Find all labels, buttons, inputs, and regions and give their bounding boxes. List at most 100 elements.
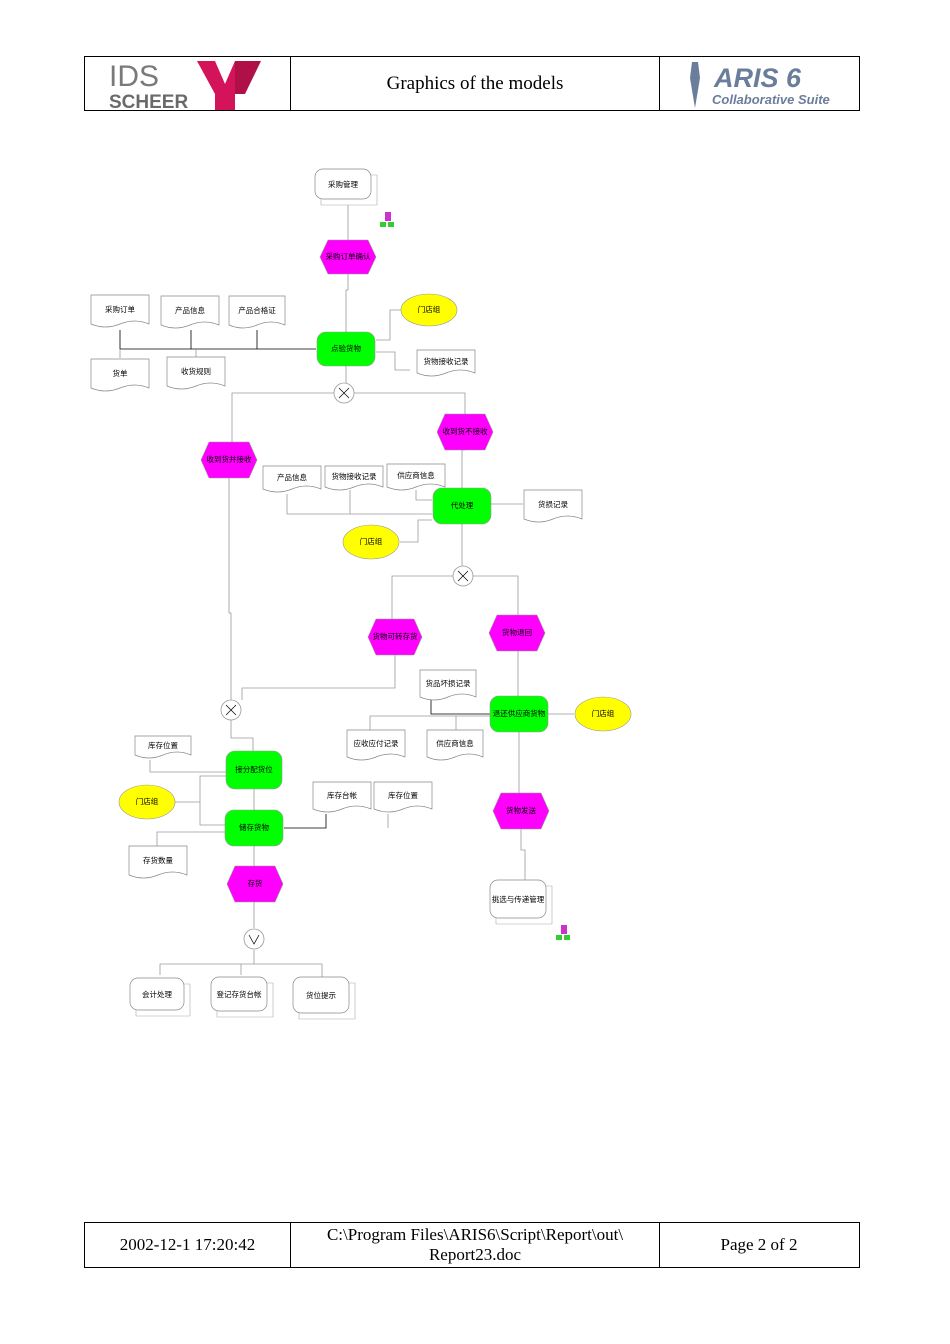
node-doc: 库存位置 [134, 735, 192, 759]
node-label: 挑选与传递管理 [492, 894, 545, 904]
node-label: 货物接收记录 [332, 471, 377, 481]
node-label: 采购订单 [105, 304, 135, 314]
org-unit-shape [400, 293, 458, 327]
node-proc: 会计处理 [129, 977, 191, 1017]
node-org: 门店组 [574, 696, 632, 732]
document-shape [262, 465, 322, 493]
aris-logo: ARIS 6 Collaborative Suite [660, 57, 858, 110]
edge [415, 490, 432, 501]
edge [473, 575, 519, 615]
node-label: 采购订单确认 [326, 251, 371, 261]
aris-title-text: ARIS 6 [713, 63, 802, 93]
node-label: 门店组 [592, 708, 615, 718]
edge [230, 720, 254, 751]
edge [376, 309, 401, 341]
edge [159, 950, 255, 975]
node-doc: 产品信息 [262, 465, 322, 493]
node-label: 门店组 [360, 536, 383, 546]
node-doc: 收货规则 [166, 356, 226, 390]
function-shape [316, 331, 376, 367]
document-shape [166, 356, 226, 390]
node-doc: 采购订单 [90, 294, 150, 328]
node-label: 点验货物 [331, 343, 361, 353]
xor-mark [457, 570, 469, 582]
page-header: IDS SCHEER Graphics of the models ARIS 6… [84, 56, 860, 111]
org-unit-shape [342, 524, 400, 560]
document-shape [324, 465, 384, 491]
node-label: 库存台帐 [327, 790, 357, 800]
document-shape [386, 463, 446, 491]
footer-path-line1: C:\Program Files\ARIS6\Script\Report\out… [326, 1225, 624, 1244]
document-shape [373, 781, 433, 813]
edge [254, 963, 323, 978]
node-label: 产品合格证 [238, 305, 276, 315]
document-shape [426, 729, 484, 761]
org-unit-shape [574, 696, 632, 732]
document-shape [419, 669, 477, 701]
node-label: 货物可转存货 [373, 631, 418, 641]
navigation-icons [380, 212, 570, 940]
node-doc: 货单 [90, 358, 150, 392]
node-label: 存货 [248, 878, 263, 888]
function-shape [224, 809, 284, 847]
process-interface-shape [129, 977, 185, 1011]
node-proc: 挑选与传递管理 [489, 879, 553, 925]
node-doc: 库存位置 [373, 781, 433, 813]
node-label: 门店组 [136, 796, 159, 806]
edge [520, 829, 526, 880]
footer-page-number: Page 2 of 2 [720, 1235, 798, 1254]
process-interface-icon [556, 925, 570, 940]
ids-scheer-logo: IDS SCHEER [85, 57, 291, 110]
edge [284, 814, 327, 829]
aris-subtitle-text: Collaborative Suite [712, 92, 830, 107]
node-doc: 供应商信息 [386, 463, 446, 491]
node-label: 库存位置 [148, 740, 178, 750]
edge [149, 760, 226, 773]
node-label: 供应商信息 [397, 470, 435, 480]
document-shape [346, 729, 406, 761]
document-shape [523, 489, 583, 523]
event-shape [367, 618, 423, 656]
node-org: 门店组 [400, 293, 458, 327]
node-doc: 供应商信息 [426, 729, 484, 761]
event-shape [488, 614, 546, 652]
node-func: 退还供应商货物 [489, 695, 549, 733]
node-label: 产品信息 [175, 305, 205, 315]
xor-connector [333, 382, 355, 404]
node-proc: 货位提示 [292, 976, 356, 1020]
edge [228, 478, 232, 700]
event-shape [492, 792, 550, 830]
node-doc: 货品坏损记录 [419, 669, 477, 701]
event-shape [226, 865, 284, 903]
aris-logo-graphic: ARIS 6 Collaborative Suite [690, 61, 830, 108]
node-label: 收到货并接收 [207, 454, 252, 464]
org-unit-shape [118, 784, 176, 820]
connector-circle [243, 928, 265, 950]
node-label: 收到货不接收 [443, 426, 488, 436]
footer-date: 2002-12-1 17:20:42 [85, 1223, 291, 1267]
node-event: 货物可转存货 [367, 618, 423, 656]
node-label: 产品信息 [277, 472, 307, 482]
document-shape [128, 845, 188, 879]
xor-mark [225, 704, 237, 716]
document-shape [90, 294, 150, 328]
node-doc: 产品合格证 [228, 295, 286, 329]
node-label: 应收应付记录 [354, 738, 399, 748]
logo-y-notch [217, 60, 233, 78]
node-doc: 存货数量 [128, 845, 188, 879]
xor-connector [220, 699, 242, 721]
node-label: 货物退回 [502, 627, 532, 637]
event-shape [436, 413, 494, 451]
edge [376, 351, 410, 371]
edge [391, 575, 453, 619]
node-event: 存货 [226, 865, 284, 903]
node-label: 供应商信息 [436, 738, 474, 748]
event-shape [319, 239, 377, 275]
logo-scheer-text: SCHEER [109, 92, 188, 110]
page-title: Graphics of the models [291, 57, 660, 110]
edge [400, 519, 432, 543]
logo-y-shade [235, 60, 261, 94]
node-label: 代处理 [451, 500, 474, 510]
node-event: 货物发送 [492, 792, 550, 830]
